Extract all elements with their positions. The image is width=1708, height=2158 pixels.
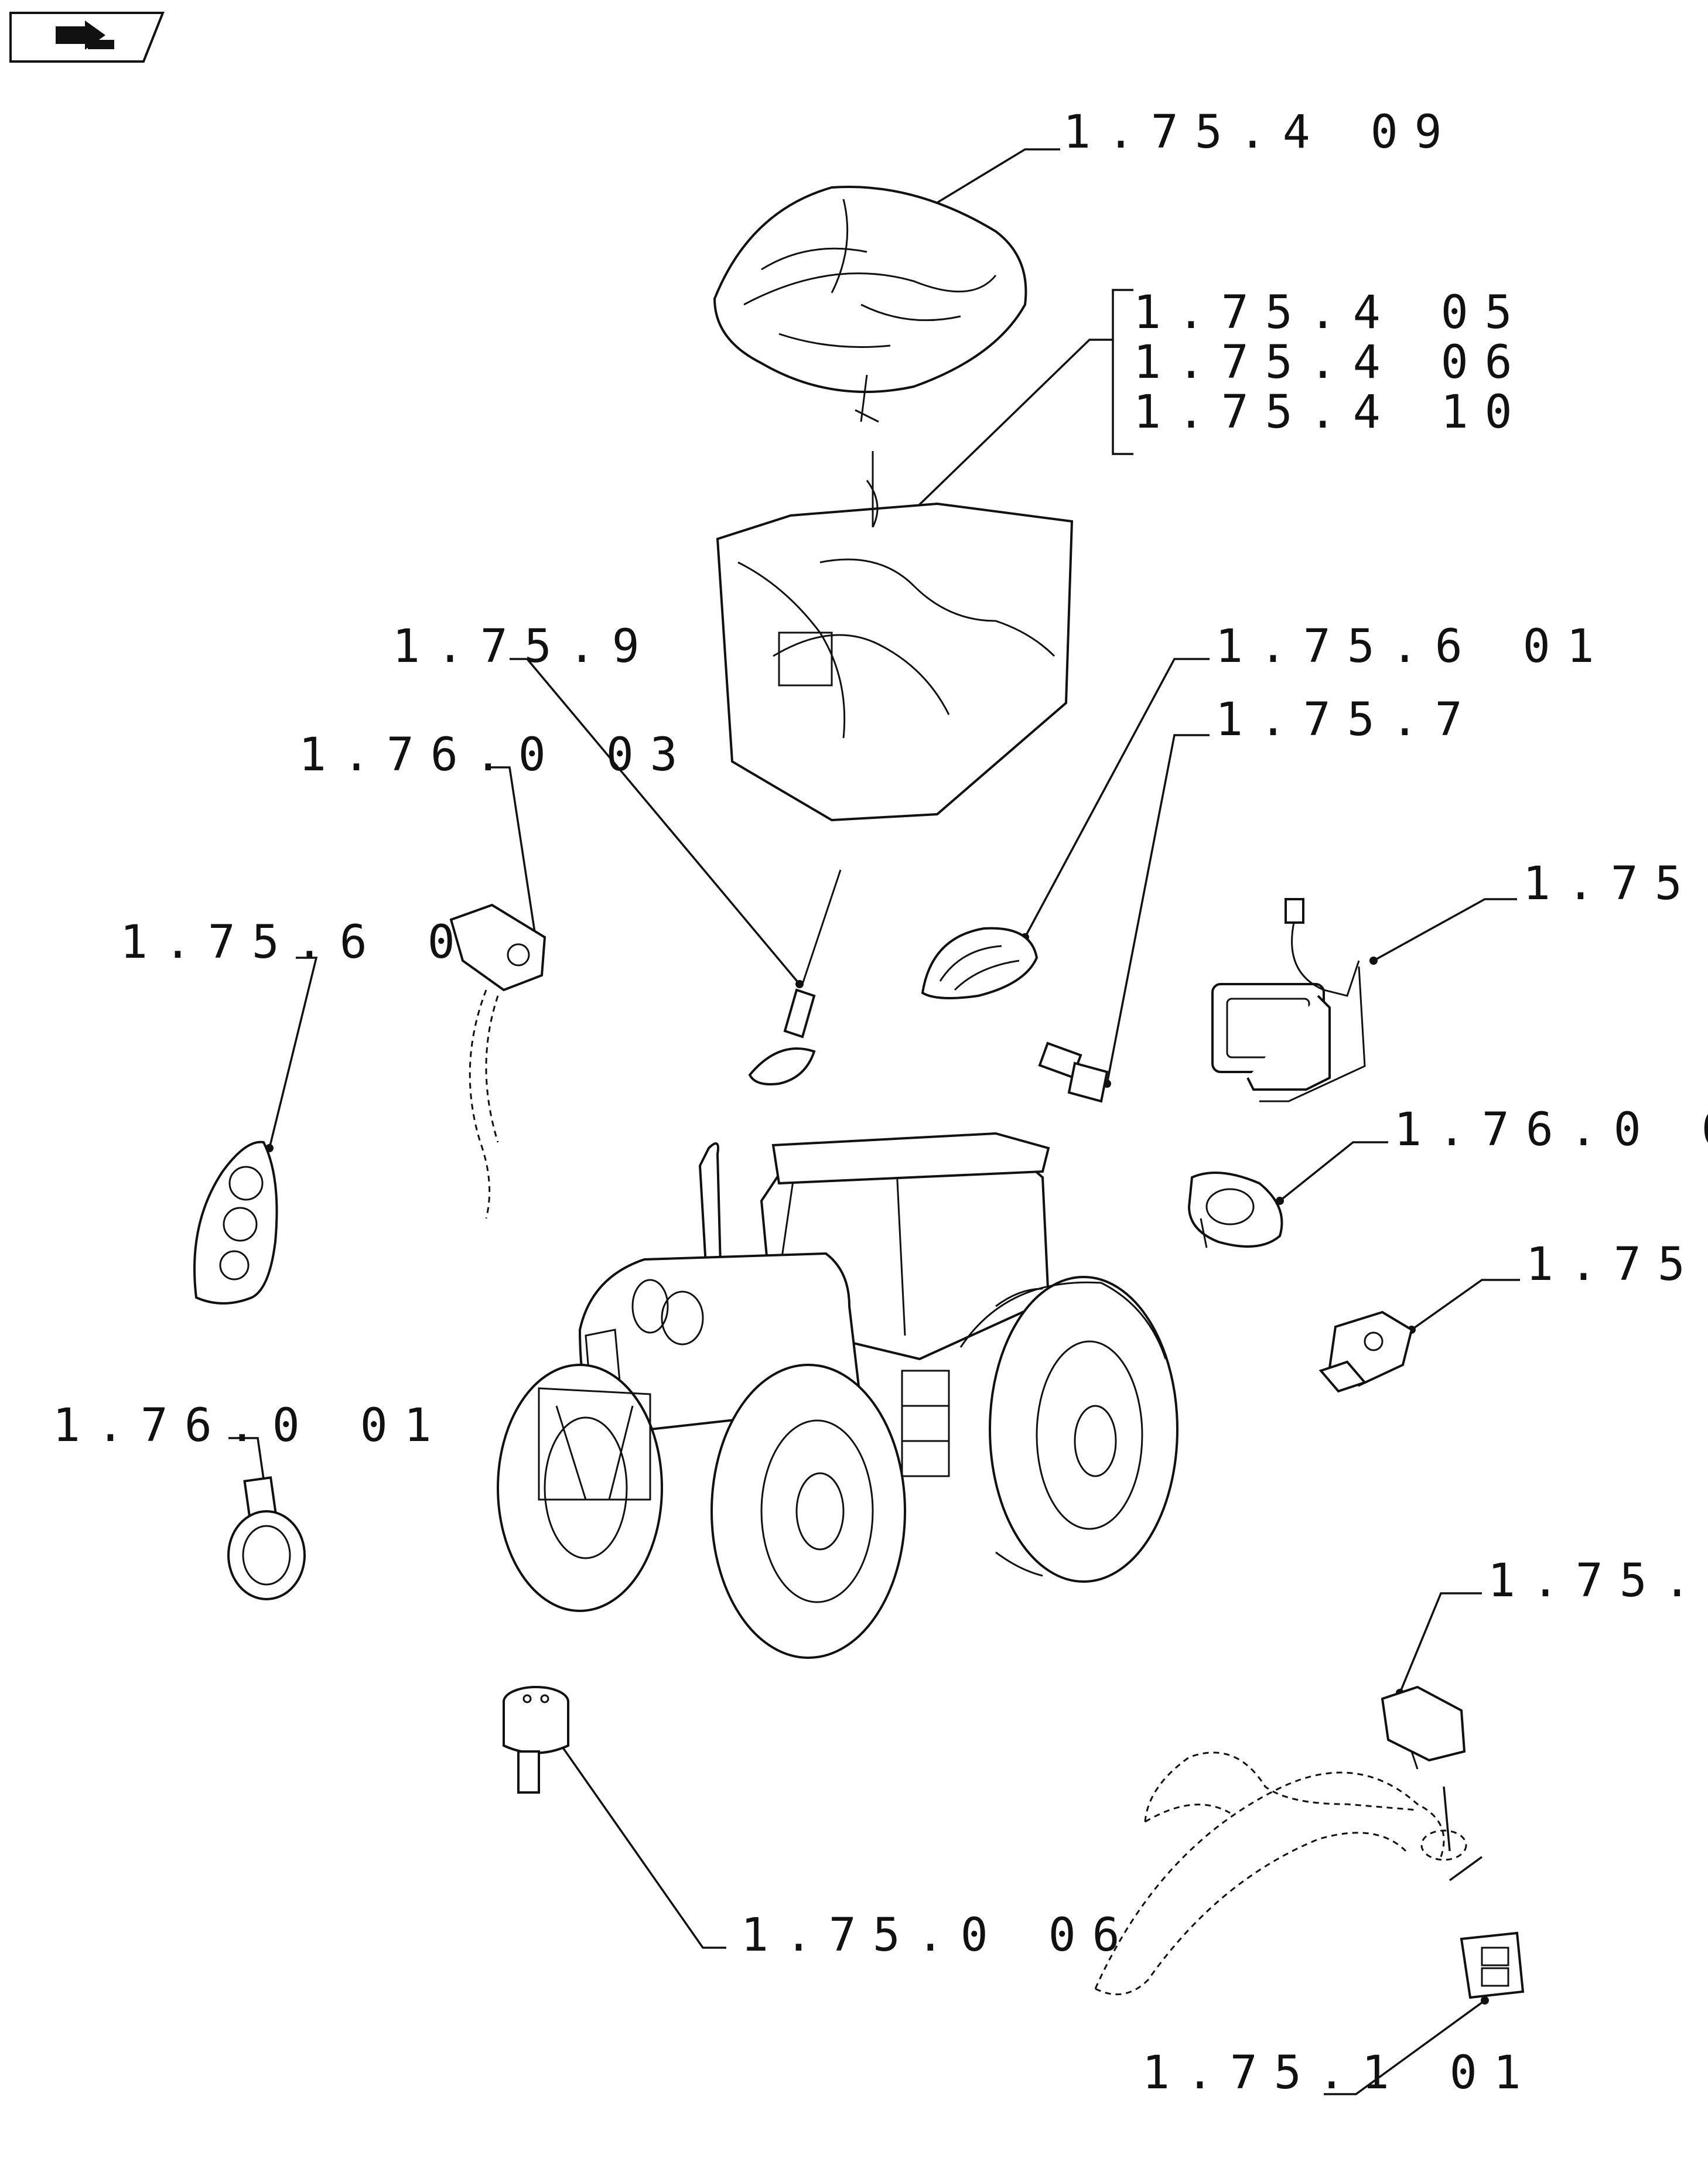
nav-icon-button[interactable] xyxy=(9,12,165,63)
callout-antenna[interactable]: 1.75.9 xyxy=(392,620,656,673)
callout-fender-light[interactable]: 1.75.6 xyxy=(1488,1555,1708,1607)
callout-roof-harness[interactable]: 1.75.4 09 xyxy=(1063,106,1458,159)
callout-sensor-left[interactable]: 1.76.0 03 xyxy=(299,729,694,781)
socket-part[interactable] xyxy=(1038,1042,1109,1103)
callout-cab-harness-2[interactable]: 1.75.4 06 xyxy=(1133,336,1529,389)
sensor-left-part[interactable] xyxy=(449,903,546,1219)
arrow-to-parts-icon xyxy=(56,21,114,50)
callout-fuse-relay[interactable]: 1.75.0 06 xyxy=(741,1909,1136,1962)
callout-fender-switch[interactable]: 1.75.1 01 xyxy=(1142,2047,1538,2099)
buzzer-right-part[interactable] xyxy=(1187,1172,1283,1248)
callout-work-light[interactable]: 1.75. xyxy=(1523,858,1708,910)
beacon-part[interactable] xyxy=(921,927,1039,999)
roof-harness-part[interactable] xyxy=(713,185,1027,423)
work-light-part[interactable] xyxy=(1211,898,1366,1102)
cab-harness-part[interactable] xyxy=(716,451,1074,822)
callout-cab-harness-1[interactable]: 1.75.4 05 xyxy=(1133,286,1529,339)
fender-light-part[interactable] xyxy=(1381,1685,1466,1770)
headlight-part[interactable] xyxy=(193,1141,278,1305)
switch-right-part[interactable] xyxy=(1318,1310,1413,1393)
horn-part[interactable] xyxy=(227,1476,306,1600)
tractor-illustration xyxy=(497,1132,1178,1659)
callout-switch-right[interactable]: 1.75. xyxy=(1526,1238,1708,1291)
callout-socket[interactable]: 1.75.7 xyxy=(1215,694,1479,746)
callout-buzzer-right[interactable]: 1.76.0 0 xyxy=(1394,1104,1708,1156)
callout-headlight[interactable]: 1.75.6 02 xyxy=(120,916,515,969)
fuse-relay-part[interactable] xyxy=(503,1686,569,1794)
callout-cab-harness-3[interactable]: 1.75.4 10 xyxy=(1133,386,1529,439)
callout-horn[interactable]: 1.76.0 01 xyxy=(53,1399,448,1452)
callout-beacon[interactable]: 1.75.6 01 xyxy=(1215,620,1611,673)
antenna-part[interactable] xyxy=(748,869,842,1085)
fender-outline xyxy=(1094,1751,1467,1996)
fender-switch-part[interactable] xyxy=(1460,1931,1525,1999)
leader-lines xyxy=(228,148,1520,2095)
